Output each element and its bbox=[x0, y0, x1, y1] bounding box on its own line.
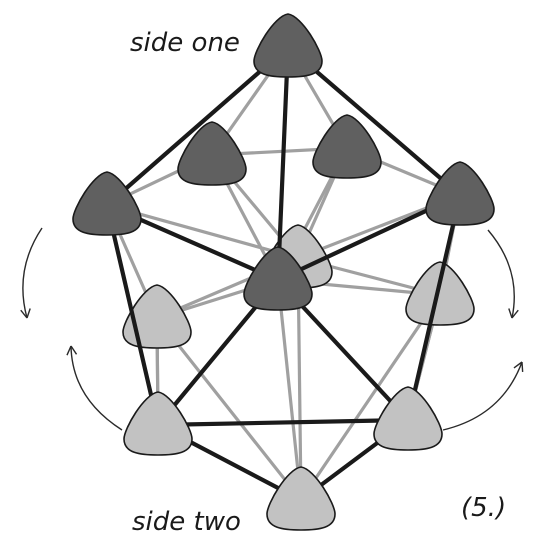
vertex-node-ur bbox=[312, 114, 382, 179]
vertex-node-l bbox=[72, 171, 142, 236]
back-edge bbox=[299, 293, 442, 502]
vertex-node-c bbox=[243, 246, 313, 311]
rotation-arrows bbox=[20, 227, 524, 431]
front-edge bbox=[405, 192, 463, 423]
vertex-node-br bbox=[373, 386, 443, 451]
vertex-node-ul bbox=[177, 121, 247, 186]
back-edge bbox=[155, 316, 303, 502]
front-edge bbox=[104, 44, 291, 208]
step-number-label: (5.) bbox=[461, 493, 507, 523]
rotation-arrow-right-up-icon bbox=[442, 361, 524, 431]
vertex-node-mr bbox=[405, 261, 475, 326]
vertex-node-bl bbox=[123, 391, 193, 456]
front-edge bbox=[155, 417, 411, 428]
side-one-label: side one bbox=[130, 28, 240, 58]
front-edge bbox=[104, 202, 161, 428]
vertex-node-b bbox=[266, 466, 336, 531]
front-edge bbox=[275, 44, 291, 283]
vertex-node-ml bbox=[122, 284, 192, 349]
rotation-arrow-left-down-icon bbox=[20, 227, 43, 319]
front-nodes bbox=[72, 13, 495, 531]
back-edge bbox=[276, 278, 303, 502]
vertex-node-r bbox=[425, 161, 495, 226]
rotation-arrow-right-down-icon bbox=[487, 229, 519, 319]
vertex-node-top bbox=[253, 13, 323, 78]
side-two-label: side two bbox=[132, 507, 241, 537]
rotation-arrow-left-up-icon bbox=[66, 345, 123, 431]
